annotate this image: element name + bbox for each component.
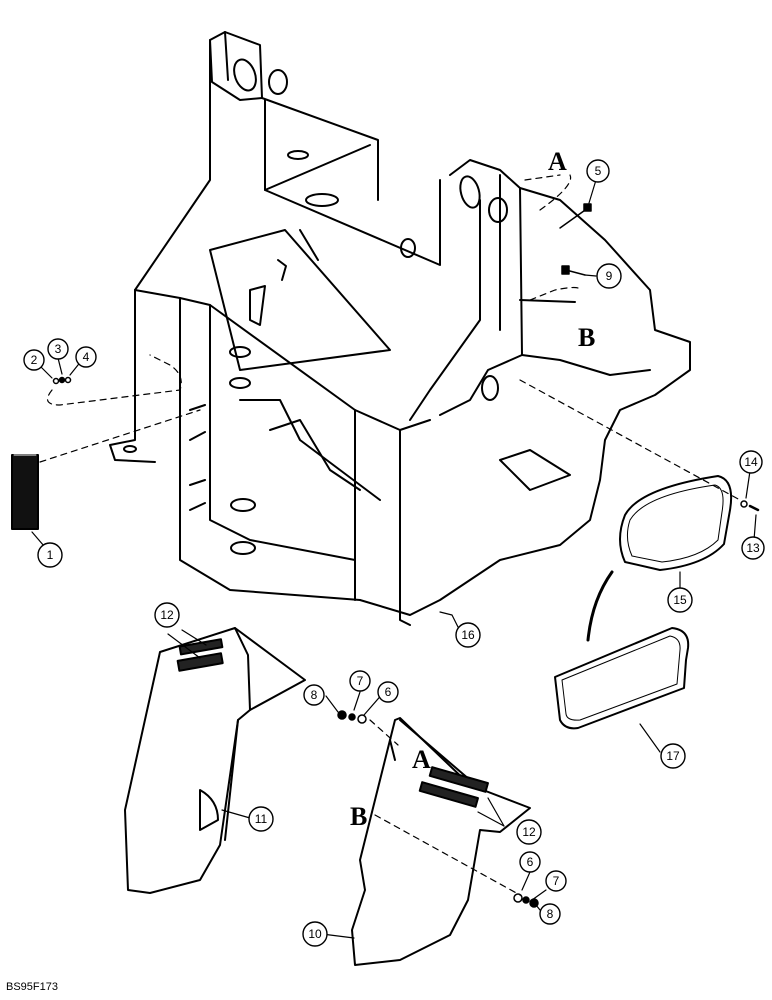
svg-text:11: 11 [255, 812, 268, 826]
callout-12b: 12 [516, 819, 542, 845]
svg-text:16: 16 [461, 628, 475, 642]
section-letter-a-top: A [548, 147, 567, 176]
callout-17: 17 [660, 743, 686, 769]
svg-text:8: 8 [311, 688, 318, 702]
section-letter-b-top: B [578, 323, 595, 352]
callout-7b: 7 [545, 870, 567, 892]
svg-text:6: 6 [385, 685, 392, 699]
figure-code: BS95F173 [6, 981, 58, 993]
reference-arrow [586, 570, 614, 642]
callout-10: 10 [302, 921, 328, 947]
callout-8a: 8 [303, 684, 325, 706]
cover-plate-15 [619, 475, 733, 571]
svg-text:3: 3 [55, 342, 62, 356]
callout-11: 11 [248, 806, 274, 832]
svg-text:14: 14 [744, 455, 758, 469]
svg-text:7: 7 [357, 674, 364, 688]
step-right [351, 717, 531, 966]
callout-4: 4 [75, 346, 97, 368]
callout-3: 3 [47, 338, 69, 360]
loader-frame [109, 31, 691, 626]
callout-13: 13 [741, 536, 765, 560]
bumper-bar [11, 454, 39, 530]
cover-plate-17 [554, 627, 690, 730]
section-letter-a-bottom: A [412, 745, 431, 774]
callouts: 1 2 3 4 5 9 14 13 15 16 17 12 11 10 12 8… [23, 159, 765, 947]
svg-text:12: 12 [160, 608, 174, 622]
svg-text:1: 1 [47, 548, 54, 562]
callout-8b: 8 [539, 903, 561, 925]
dashed-leaders [39, 174, 741, 896]
svg-text:5: 5 [595, 164, 602, 178]
step-left [124, 627, 306, 894]
callout-7a: 7 [349, 670, 371, 692]
callout-9: 9 [596, 263, 622, 289]
svg-text:15: 15 [673, 593, 687, 607]
callout-16: 16 [455, 622, 481, 648]
svg-text:10: 10 [308, 927, 322, 941]
svg-text:13: 13 [746, 541, 760, 555]
svg-text:2: 2 [31, 353, 38, 367]
callout-5: 5 [586, 159, 610, 183]
svg-text:7: 7 [553, 874, 560, 888]
callout-15: 15 [667, 587, 693, 613]
callout-14: 14 [739, 450, 763, 474]
callout-leaders [31, 179, 757, 939]
section-letter-b-bottom: B [350, 802, 367, 831]
svg-text:17: 17 [666, 749, 680, 763]
svg-text:12: 12 [522, 825, 536, 839]
callout-6a: 6 [377, 681, 399, 703]
hardware [52, 203, 760, 908]
svg-text:6: 6 [527, 855, 534, 869]
callout-1: 1 [37, 542, 63, 568]
svg-text:8: 8 [547, 907, 554, 921]
callout-2: 2 [23, 349, 45, 371]
callout-12a: 12 [154, 602, 180, 628]
svg-text:4: 4 [83, 350, 90, 364]
svg-text:9: 9 [606, 269, 613, 283]
callout-6b: 6 [519, 851, 541, 873]
